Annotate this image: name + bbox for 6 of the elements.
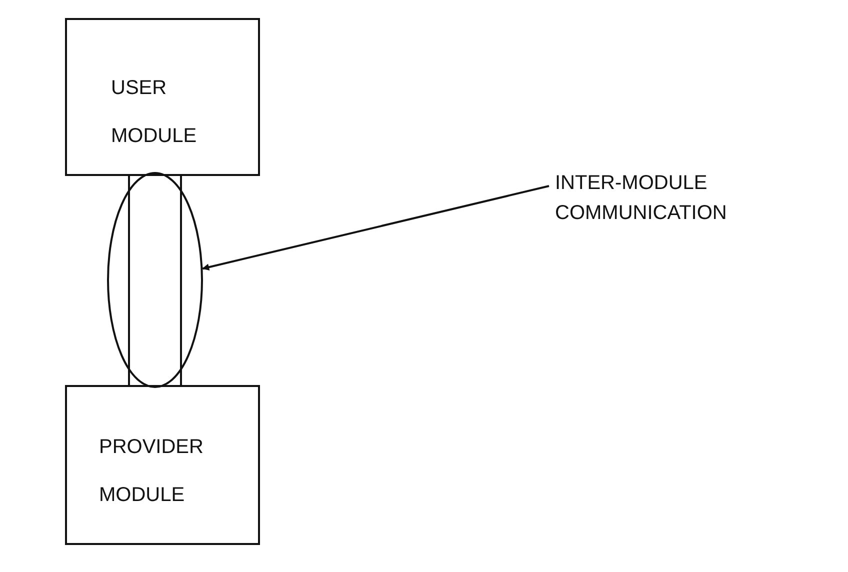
module-label: USER MODULE: [111, 76, 198, 149]
module-box: [65, 385, 260, 545]
module-box: [65, 18, 260, 176]
arrow: [202, 185, 550, 271]
callout-text: INTER-MODULE COMMUNICATION: [555, 168, 795, 228]
module-label: PROVIDER MODULE: [99, 435, 204, 508]
